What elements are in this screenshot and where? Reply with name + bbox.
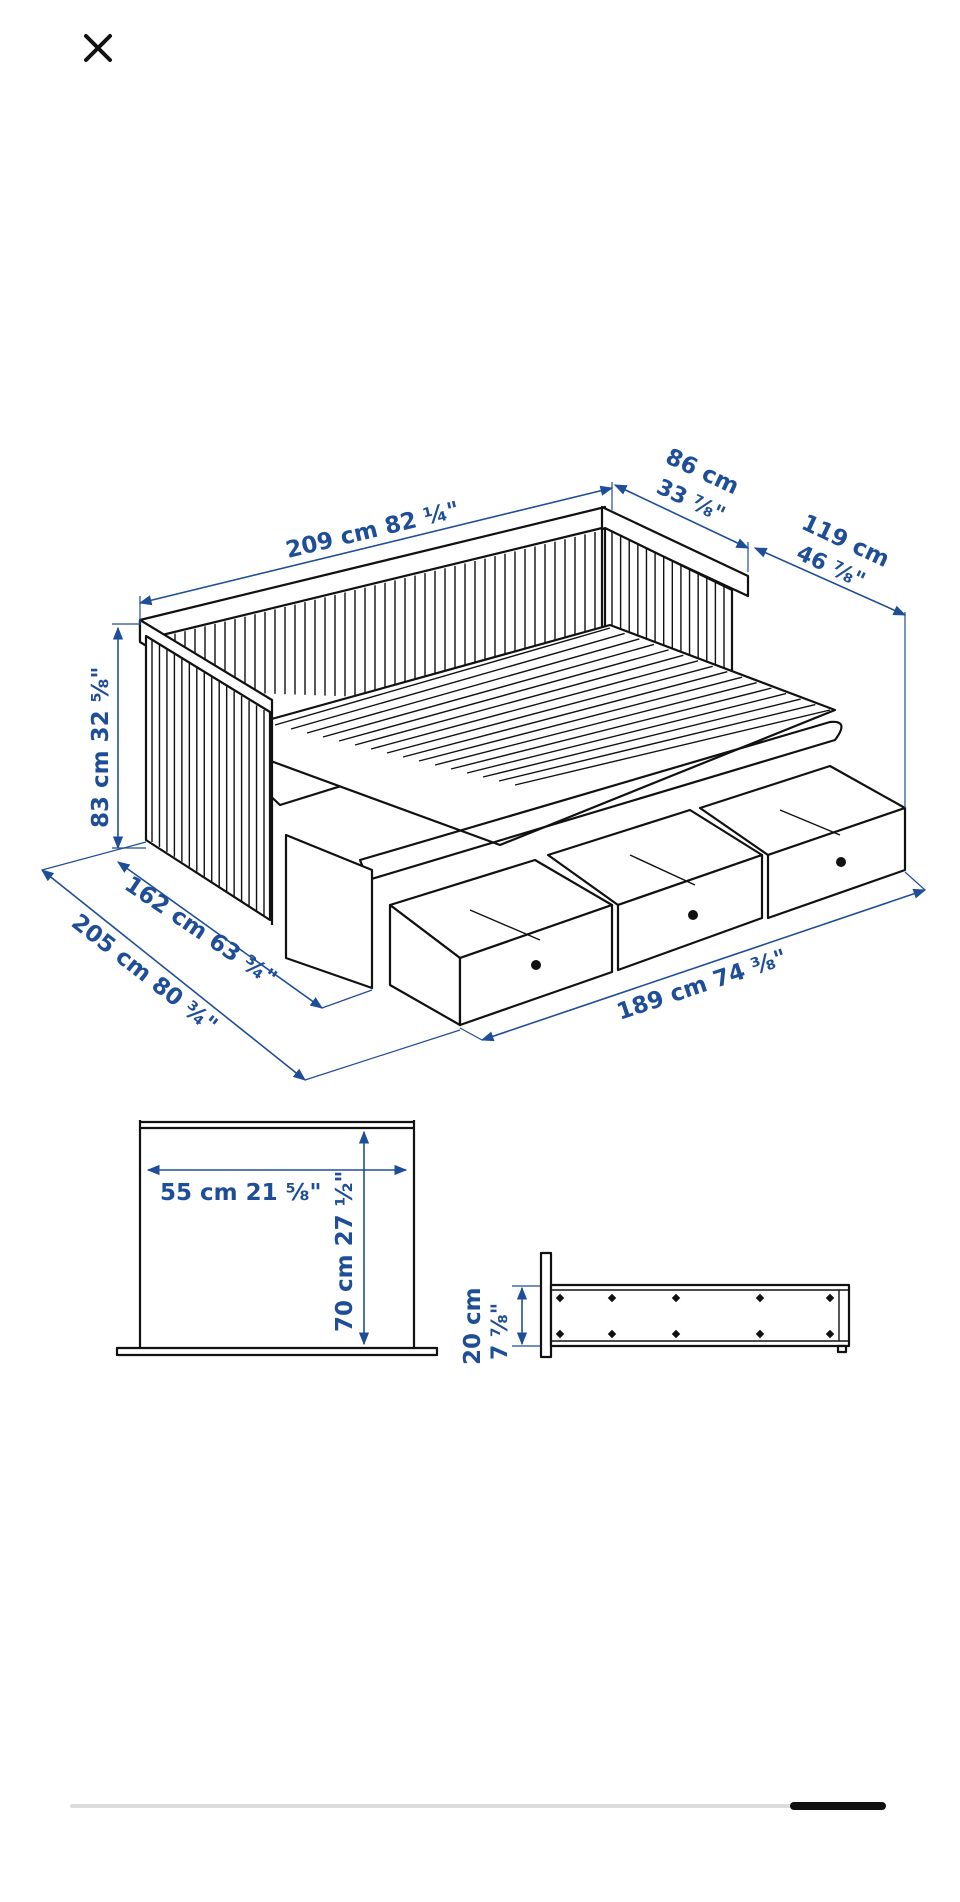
bed-slat [466, 692, 787, 774]
dim-drawer-width: 55 cm 21 ⅝" [160, 1180, 321, 1206]
bed-slat [338, 649, 669, 742]
bed-slat [354, 654, 684, 746]
bed-slat [290, 632, 625, 730]
bed-slat [370, 660, 699, 750]
bed-slat [434, 681, 757, 766]
close-button[interactable] [70, 20, 126, 76]
screw-dot [671, 1293, 681, 1303]
bed-slat [482, 698, 801, 778]
scrollbar-track[interactable] [70, 1804, 886, 1808]
bed-slat [514, 709, 831, 786]
bed-slat [322, 643, 655, 738]
screw-dot [607, 1329, 617, 1339]
screw-dot [607, 1293, 617, 1303]
screw-dot [825, 1293, 835, 1303]
bed-slat [274, 627, 611, 726]
bed-slat [306, 638, 640, 734]
bed-slat [386, 665, 713, 754]
bed-slat [418, 676, 743, 762]
drawer-side-view [512, 1251, 851, 1359]
dim-drawer-height-in: 7 ⅞" [488, 1303, 513, 1360]
screw-dot [755, 1293, 765, 1303]
bed-slat [450, 687, 772, 770]
drawer-top-view [115, 1120, 439, 1357]
screw-dot [755, 1329, 765, 1339]
dim-height: 83 cm 32 ⅝" [88, 667, 114, 828]
dimension-lines [40, 482, 927, 1081]
screw-dot [555, 1293, 565, 1303]
close-icon [84, 34, 112, 62]
screw-dot [671, 1329, 681, 1339]
screw-dot [825, 1329, 835, 1339]
bed-slat [498, 703, 816, 782]
dim-drawer-depth: 70 cm 27 ½" [332, 1171, 358, 1332]
bed-slat [402, 671, 728, 758]
scrollbar-thumb[interactable] [790, 1802, 886, 1810]
daybed-illustration [138, 505, 907, 1027]
dim-drawer-height-cm: 20 cm [460, 1287, 486, 1365]
screw-dot [555, 1329, 565, 1339]
